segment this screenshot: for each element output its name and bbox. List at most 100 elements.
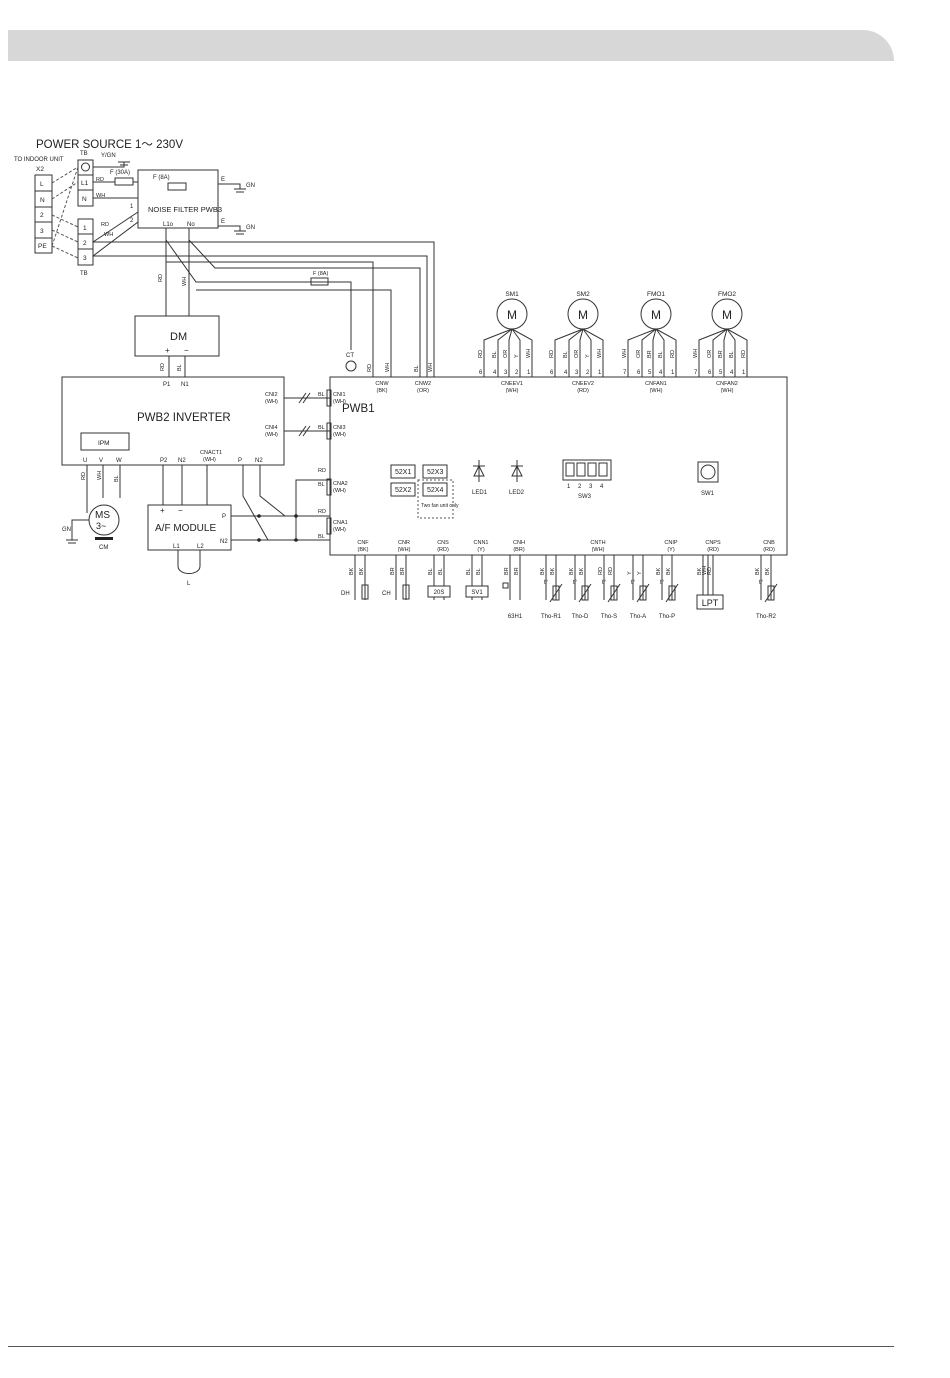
inverter-p1: P1: [163, 382, 171, 388]
motor-pin-label: 5: [648, 370, 652, 376]
connector-cneev1: CNEEV1: [501, 381, 523, 387]
inverter-n1: N1: [181, 382, 189, 388]
filter-input-2: 2: [130, 218, 134, 224]
af-minus: −: [178, 506, 183, 515]
connector-color: (RD): [577, 388, 589, 394]
connector-color: (WH): [592, 547, 605, 553]
x2-label: X2: [36, 166, 44, 173]
connector-cni3: CNI3: [333, 425, 346, 431]
connector-cnb: CNB: [763, 540, 775, 546]
connector-color: (OR): [417, 388, 429, 394]
cni1-bl: BL: [318, 392, 325, 398]
inverter-u: U: [83, 458, 87, 464]
wire-label: RD: [367, 364, 373, 372]
motor-wire-label: RD: [670, 350, 676, 358]
cna1-rd: RD: [318, 509, 326, 515]
thermistor-icon: [552, 585, 560, 601]
mid-fuse-icon: [310, 277, 329, 286]
tb-terminal-n: N: [82, 196, 87, 203]
noise-filter-pwb3: [137, 169, 219, 229]
motor-pin-label: 4: [659, 370, 663, 376]
load-label-tho-p: Tho-P: [659, 614, 675, 620]
motor-pin-label: 3: [575, 370, 579, 376]
relay-52x4-label: 52X4: [427, 487, 443, 494]
load-label-tho-s: Tho-S: [601, 614, 617, 620]
load-wire-label: RD: [608, 567, 614, 575]
mid-fuse-label: F (8A): [313, 271, 328, 277]
load-wire-label: BL: [466, 568, 472, 575]
inverter-p: P: [238, 458, 242, 464]
connector-color: (Y): [477, 547, 485, 553]
dm-plus: +: [165, 346, 170, 355]
dm-out-bl: BL: [177, 364, 183, 371]
inverter-v: V: [99, 458, 103, 464]
load-label-dh: DH: [341, 591, 350, 597]
load-wire-label: BK: [359, 567, 365, 575]
filter-no-label: No: [187, 222, 195, 228]
wire-label: WH: [428, 363, 434, 372]
connector-cnfan1: CNFAN1: [645, 381, 667, 387]
ground-terminal-icon: [81, 162, 90, 172]
connector-cna2: CNA2: [333, 481, 348, 487]
thermistor-t-label: t°: [573, 580, 578, 586]
connector-color: (WH): [506, 388, 519, 394]
motor-wire-label: Y: [585, 354, 591, 358]
motor-pin-label: 3: [504, 370, 508, 376]
page-footer-line: [8, 1346, 894, 1347]
motor-sm1-label: SM1: [505, 291, 519, 298]
thermistor-t-label: t°: [602, 580, 607, 586]
coil-box-icon: [427, 585, 451, 598]
cni4-color: (WH): [265, 432, 278, 438]
cna2-rd: RD: [318, 468, 326, 474]
pressure-switch-icon: [502, 582, 509, 589]
heater-icon: [402, 584, 410, 600]
motor-wire-label: BL: [729, 351, 735, 358]
fuse-30a-label: F (30A): [110, 170, 130, 176]
motor-label: MS: [95, 510, 110, 521]
coil-box-icon: [465, 585, 489, 598]
relay-52x4: [422, 482, 448, 497]
load-wire-label: BK: [656, 567, 662, 575]
motor-fmo2-label: FMO2: [718, 291, 736, 298]
load-wire-label: BR: [400, 567, 406, 575]
motor-pin-label: 1: [527, 370, 531, 376]
motor-pin-label: 6: [479, 370, 483, 376]
af-n2: N2: [220, 539, 228, 545]
wire-wh-label: WH: [96, 193, 105, 199]
thermistor-t-label: t°: [660, 580, 665, 586]
led2-label: LED2: [509, 490, 525, 496]
connector-cnth: CNTH: [590, 540, 605, 546]
motor-wire-label: RD: [549, 350, 555, 358]
load-wire-label: Y: [627, 571, 633, 575]
cni4-label: CNI4: [265, 425, 278, 431]
motor-pin-label: 6: [550, 370, 554, 376]
tb-terminal-1: 1: [83, 225, 87, 232]
connector-color: (WH): [333, 488, 346, 494]
motor-gn-label: GN: [62, 527, 71, 533]
motor-pin-label: 1: [671, 370, 675, 376]
load-wire-label: BR: [390, 567, 396, 575]
load-wire-label: BK: [666, 567, 672, 575]
inverter-label: PWB2 INVERTER: [137, 412, 231, 424]
motor-wire-label: BL: [658, 351, 664, 358]
cni3-bl: BL: [318, 425, 325, 431]
sw3-label: SW3: [578, 494, 592, 500]
connector-color: (Y): [667, 547, 675, 553]
motor-letter: M: [722, 308, 732, 322]
load-wire-label: BK: [579, 567, 585, 575]
relay-52x1-label: 52X1: [395, 469, 411, 476]
connector-cna1: CNA1: [333, 520, 348, 526]
cni2-color: (WH): [265, 399, 278, 405]
thermistor-icon: [639, 585, 647, 601]
motor-wire-label: BL: [492, 351, 498, 358]
motor-pin-label: 5: [719, 370, 723, 376]
tb-terminal-2: 2: [83, 240, 87, 247]
af-l1: L1: [173, 544, 180, 550]
connector-cnw: CNW: [375, 381, 389, 387]
motor-pin-label: 6: [708, 370, 712, 376]
lpt-sensor-box: [696, 594, 724, 610]
motor-wire-label: RD: [478, 350, 484, 358]
wire-rd-label-2: RD: [101, 222, 109, 228]
thermistor-t-label: t°: [759, 580, 764, 586]
ct-label: CT: [346, 353, 354, 359]
